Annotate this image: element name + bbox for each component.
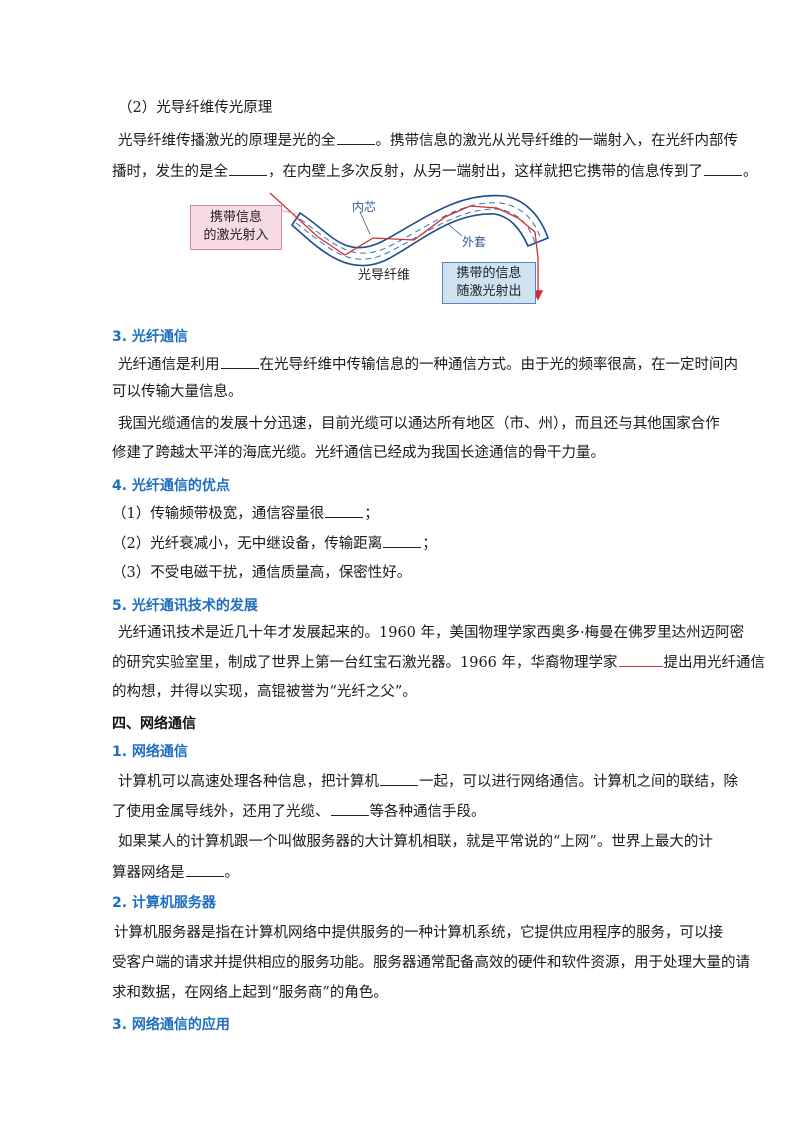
text-segment: 一起，可以进行网络通信。计算机之间的联结，除 [419, 774, 738, 790]
section-heading: 3. 网络通信的应用 [112, 1017, 230, 1033]
text-segment: 。 [224, 865, 240, 881]
light-ray-path [269, 192, 544, 301]
paragraph-line: 光导纤维传播激光的原理是光的全 。携带信息的激光从光导纤维的一端射入，在光纤内部传 [118, 130, 738, 151]
section-heading: 1. 网络通信 [112, 744, 188, 760]
fiber-cladding-shape [290, 194, 550, 267]
paragraph-line: 如果某人的计算机跟一个叫做服务器的大计算机相联，就是平常说的“上网”。世界上最大… [118, 834, 713, 850]
fill-blank[interactable] [380, 771, 418, 786]
text-segment: 。 [743, 164, 758, 180]
fill-blank[interactable] [383, 533, 422, 548]
text-segment: 播时，发生的是全 [112, 164, 228, 180]
section-heading: 4. 光纤通信的优点 [112, 478, 230, 494]
fill-blank[interactable] [220, 354, 259, 369]
text-segment: （1）传输频带极宽，通信容量很 [112, 506, 325, 522]
section-heading: 3. 光纤通信 [112, 329, 188, 345]
list-item: （3）不受电磁干扰，通信质量高，保密性好。 [112, 565, 412, 581]
fill-blank[interactable] [336, 130, 375, 145]
text-segment: 光导纤维传播激光的原理是光的全 [118, 133, 336, 149]
paragraph-line: 可以传输大量信息。 [112, 384, 243, 400]
input-box-pointer [279, 209, 297, 215]
text-segment: 光纤通信是利用 [118, 357, 220, 373]
paragraph-line: 计算机服务器是指在计算机网络中提供服务的一种计算机系统，它提供应用程序的服务，可… [114, 925, 723, 941]
subsection-title: （2）光导纤维传光原理 [118, 100, 273, 116]
fill-blank[interactable] [229, 161, 267, 176]
chapter-heading: 四、网络通信 [112, 716, 196, 732]
box-text: 携带的信息 [456, 266, 522, 281]
fill-blank[interactable] [325, 503, 364, 518]
fill-blank[interactable] [185, 862, 224, 877]
text-segment: 了使用金属导线外，还用了光缆、 [112, 804, 330, 820]
list-item: （2）光纤衰减小，无中继设备，传输距离 ； [112, 533, 712, 554]
box-text: 的激光射入 [203, 228, 269, 243]
text-segment: ，在内壁上多次反射，从另一端射出，这样就把它携带的信息传到了 [268, 164, 703, 180]
paragraph-line: 修建了跨越太平洋的海底光缆。光纤通信已经成为我国长途通信的骨干力量。 [112, 445, 605, 461]
cladding-label-pointer [447, 223, 463, 237]
paragraph-line: 我国光缆通信的发展十分迅速，目前光缆可以通达所有地区（市、州），而且还与其他国家… [118, 416, 720, 432]
section-heading: 2. 计算机服务器 [112, 895, 216, 911]
fill-blank[interactable] [618, 652, 663, 667]
paragraph-line: 播时，发生的是全 ，在内壁上多次反射，从另一端射出，这样就把它携带的信息传到了 。 [112, 161, 758, 182]
fiber-label: 光导纤维 [358, 268, 411, 283]
cladding-label: 外套 [462, 235, 487, 249]
text-segment: 在光导纤维中传输信息的一种通信方式。由于光的频率很高，在一定时间内 [259, 357, 739, 373]
text-segment: （2）光纤衰减小，无中继设备，传输距离 [112, 536, 383, 552]
list-item: （1）传输频带极宽，通信容量很 ； [112, 503, 712, 524]
text-segment: 等各种通信手段。 [369, 804, 486, 820]
paragraph-line: 求和数据，在网络上起到“服务商”的角色。 [112, 985, 388, 1001]
fill-blank[interactable] [330, 801, 369, 816]
paragraph-line: 的研究实验室里，制成了世界上第一台红宝石激光器。1966 年，华裔物理学家 提出用… [112, 652, 765, 673]
text-segment: ； [364, 506, 379, 522]
fiber-core-line [299, 202, 542, 254]
output-light-box: 携带的信息 随激光射出 [442, 262, 536, 304]
section-heading: 5. 光纤通讯技术的发展 [112, 598, 258, 614]
core-label-pointer [359, 211, 371, 235]
optical-fiber-diagram [269, 192, 550, 301]
text-segment: ； [422, 536, 437, 552]
text-segment: 提出用光纤通信 [663, 655, 766, 671]
box-text: 随激光射出 [456, 284, 522, 299]
fill-blank[interactable] [704, 161, 742, 176]
input-light-box: 携带信息 的激光射入 [190, 205, 282, 250]
text-segment: 。携带信息的激光从光导纤维的一端射入，在光纤内部传 [375, 133, 739, 149]
paragraph-line: 光纤通信是利用 在光导纤维中传输信息的一种通信方式。由于光的频率很高，在一定时间内 [118, 354, 738, 375]
paragraph-line: 了使用金属导线外，还用了光缆、 等各种通信手段。 [112, 801, 712, 822]
fiber-core-line [295, 208, 536, 260]
paragraph-line: 计算机可以高速处理各种信息，把计算机 一起，可以进行网络通信。计算机之间的联结，除 [118, 771, 738, 792]
box-text: 携带信息 [209, 210, 262, 225]
paragraph-line: 受客户端的请求并提供相应的服务功能。服务器通常配备高效的硬件和软件资源，用于处理… [112, 955, 750, 971]
text-segment: 的研究实验室里，制成了世界上第一台红宝石激光器。1966 年，华裔物理学家 [112, 655, 618, 671]
text-segment: 计算机可以高速处理各种信息，把计算机 [118, 774, 379, 790]
text-segment: 算器网络是 [112, 865, 185, 881]
paragraph-line: 光纤通讯技术是近几十年才发展起来的。1960 年，美国物理学家西奥多·梅曼在佛罗… [118, 625, 745, 641]
core-label: 内芯 [352, 200, 377, 214]
paragraph-line: 的构想，并得以实现，高锟被誉为“光纤之父”。 [112, 684, 417, 700]
paragraph-line: 算器网络是 。 [112, 862, 712, 883]
